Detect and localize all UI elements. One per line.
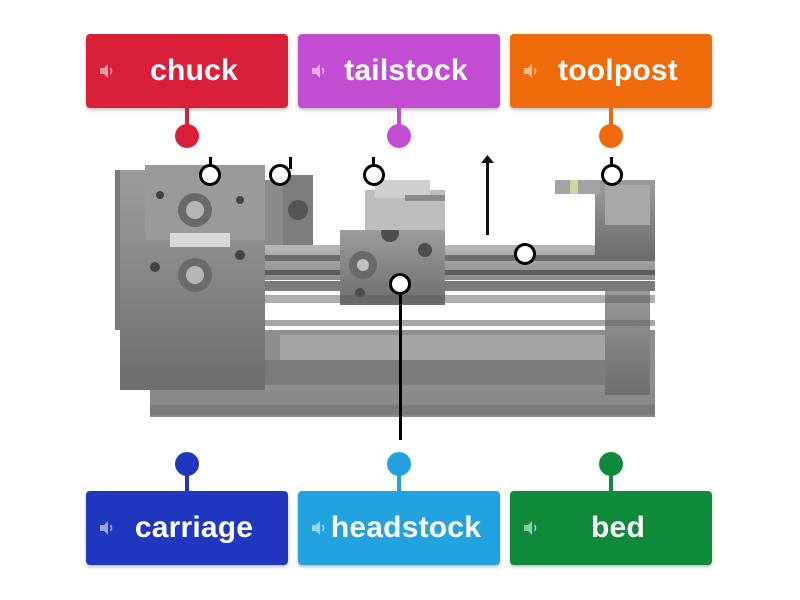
drop-target-hotspot[interactable]: [269, 164, 291, 186]
pointer-line: [289, 157, 292, 169]
label-card-bed[interactable]: bed: [510, 491, 712, 565]
connector-dot[interactable]: [599, 124, 623, 148]
speaker-icon[interactable]: [522, 62, 540, 80]
label-card-toolpost[interactable]: toolpost: [510, 34, 712, 108]
label-card-carriage[interactable]: carriage: [86, 491, 288, 565]
connector-dot[interactable]: [175, 124, 199, 148]
pointer-line: [372, 157, 375, 169]
label-text-toolpost: toolpost: [558, 54, 678, 87]
drop-target-hotspot[interactable]: [601, 164, 623, 186]
drop-target-hotspot[interactable]: [514, 243, 536, 265]
label-card-tailstock[interactable]: tailstock: [298, 34, 500, 108]
label-text-tailstock: tailstock: [344, 54, 468, 87]
drop-target-hotspot[interactable]: [363, 164, 385, 186]
connector-stem: [397, 108, 401, 134]
drop-target-hotspot[interactable]: [199, 164, 221, 186]
speaker-icon[interactable]: [310, 519, 328, 537]
pointer-line: [209, 157, 212, 169]
pointer-line: [399, 284, 402, 440]
connector-stem: [185, 108, 189, 134]
connector-stem: [185, 468, 189, 494]
speaker-icon[interactable]: [522, 519, 540, 537]
connector-dot[interactable]: [387, 124, 411, 148]
connector-stem: [609, 468, 613, 494]
speaker-icon[interactable]: [310, 62, 328, 80]
speaker-icon[interactable]: [98, 519, 116, 537]
lathe-image: [115, 155, 655, 417]
label-text-chuck: chuck: [150, 54, 238, 87]
label-text-headstock: headstock: [330, 511, 482, 544]
label-text-carriage: carriage: [134, 511, 254, 544]
label-card-headstock[interactable]: headstock: [298, 491, 500, 565]
speaker-icon[interactable]: [98, 62, 116, 80]
connector-stem: [609, 108, 613, 134]
connector-stem: [397, 468, 401, 494]
pointer-line: [610, 157, 613, 169]
label-card-chuck[interactable]: chuck: [86, 34, 288, 108]
label-text-bed: bed: [591, 511, 645, 544]
drop-target-hotspot[interactable]: [389, 273, 411, 295]
